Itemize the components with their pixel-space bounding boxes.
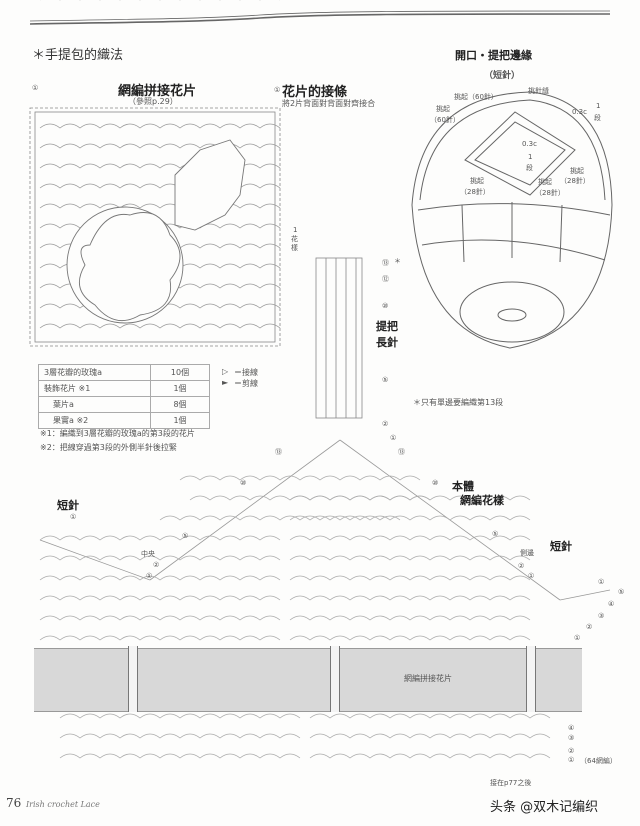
left-sc-label: 短針 xyxy=(57,499,79,512)
handle-round-1: ① xyxy=(390,434,397,442)
handle-round-2: ② xyxy=(382,420,389,428)
round-outer-1: 1 xyxy=(596,102,601,110)
left-round-5: ⑤ xyxy=(182,532,189,540)
join-label: ＝接線 xyxy=(234,368,258,377)
motif-panel-grid xyxy=(29,107,281,347)
pickup-60-left-2: （60針） xyxy=(430,116,460,124)
bottom-round-3: ③ xyxy=(568,734,575,742)
pickup-28-a-2: （28針） xyxy=(460,188,490,196)
motif-round-marker: ① xyxy=(32,84,39,92)
motif-side-note-2: 樣 xyxy=(291,244,298,252)
handle-round-10: ⑩ xyxy=(382,302,389,310)
motif-side-note-1: 花 xyxy=(291,235,298,243)
pickup-60-left-1: 挑起 xyxy=(436,105,450,113)
handle-title-2: 長針 xyxy=(376,336,398,349)
right-round-4: ④ xyxy=(608,600,615,608)
left-round-1-top: ① xyxy=(70,513,77,521)
thickness-outer: 0.3c xyxy=(572,108,587,116)
handle-round-12: ⑫ xyxy=(382,275,389,283)
handle-round-5: ⑤ xyxy=(382,376,389,384)
pickup-28-c-2: （28針） xyxy=(560,177,590,185)
opening-edge-title: 開口・提把邊緣 xyxy=(455,49,532,62)
right-round-1c: ① xyxy=(574,634,581,642)
left-round-1: ① xyxy=(146,572,153,580)
watermark: 头条 @双木记编织 xyxy=(490,800,599,815)
handle-title-1: 提把 xyxy=(376,320,398,333)
left-round-13: ⑬ xyxy=(275,448,282,456)
handle-round-13: ⑬ xyxy=(382,259,389,267)
right-round-5: ⑤ xyxy=(492,530,499,538)
round-outer-2: 段 xyxy=(594,114,601,122)
handle-column xyxy=(315,257,363,419)
pickup-28-c-1: 挑起 xyxy=(570,167,584,175)
pickup-28-b-1: 挑起 xyxy=(538,178,552,186)
join-symbol-icon: ▷ xyxy=(222,367,229,376)
rose-motif xyxy=(66,139,246,324)
round-inner-1: 1 xyxy=(528,153,533,161)
thickness-inner: 0.3c xyxy=(522,140,537,148)
center-label: 中央 xyxy=(141,550,155,558)
footer-series: Irish crochet Lace xyxy=(26,800,100,809)
pickup-28-b-2: （28針） xyxy=(535,189,565,197)
material-note-1: ※1：編織到3層花瓣的玫瑰a的第3段的花片 xyxy=(40,429,195,438)
side-label: 側邊 xyxy=(520,549,534,557)
right-sc-label: 短針 xyxy=(550,540,572,553)
cut-label: ＝剪線 xyxy=(234,379,258,388)
motif-panel-reference: （參照p.29） xyxy=(128,97,178,106)
bag-shape xyxy=(411,91,613,349)
section-title: ＊手提包的織法 xyxy=(32,48,124,63)
continue-note: 接在p77之後 xyxy=(490,779,532,787)
pickup-stitch-seam: 挑針縫 xyxy=(528,87,549,95)
band-label: 網編拼接花片 xyxy=(404,674,452,683)
body-title-2: 網編花樣 xyxy=(460,494,504,507)
motif-side-note-num: 1 xyxy=(293,226,298,234)
right-round-13: ⑬ xyxy=(398,448,405,456)
right-round-3: ③ xyxy=(598,612,605,620)
handle-asterisk: ＊ xyxy=(394,257,401,265)
joining-title: 花片的接條 xyxy=(282,85,348,100)
band-seam-right xyxy=(526,646,536,712)
pickup-28-a-1: 挑起 xyxy=(470,177,484,185)
joining-round-marker: ① xyxy=(274,86,281,94)
handle-note: ＊只有單邊要編織第13段 xyxy=(413,398,504,407)
bottom-round-1: ① xyxy=(568,756,575,764)
bottom-round-4: ④ xyxy=(568,724,575,732)
right-round-2b: ② xyxy=(586,623,593,631)
chain-divider xyxy=(29,10,611,25)
body-arcs xyxy=(39,475,551,759)
right-round-2: ② xyxy=(518,562,525,570)
joined-motif-band xyxy=(34,648,582,712)
opening-edge-subtitle: （短針） xyxy=(484,71,521,81)
left-round-10: ⑩ xyxy=(240,479,247,487)
body-title-1: 本體 xyxy=(452,480,474,493)
right-round-1b: ① xyxy=(598,578,605,586)
pickup-60-top: 挑起（60針） xyxy=(454,93,498,101)
right-round-5b: ⑤ xyxy=(618,588,625,596)
motif-panel-title: 網編拼接花片 xyxy=(118,84,197,99)
band-seam-mid xyxy=(330,646,340,712)
right-round-1a: ① xyxy=(528,572,535,580)
page-number: 76 xyxy=(6,796,22,810)
joining-note: 將2片背面對背面對齊接合 xyxy=(282,99,376,108)
round-inner-2: 段 xyxy=(526,164,533,172)
material-note-2: ※2：把線穿過第3段的外側半針後拉緊 xyxy=(40,443,177,452)
bottom-count: （64網編） xyxy=(580,757,617,765)
cut-symbol-icon: ► xyxy=(222,378,229,387)
left-round-2: ② xyxy=(153,561,160,569)
right-round-10: ⑩ xyxy=(432,479,439,487)
band-seam-left xyxy=(128,646,138,712)
bottom-round-2: ② xyxy=(568,747,575,755)
body-mesh xyxy=(39,439,611,601)
